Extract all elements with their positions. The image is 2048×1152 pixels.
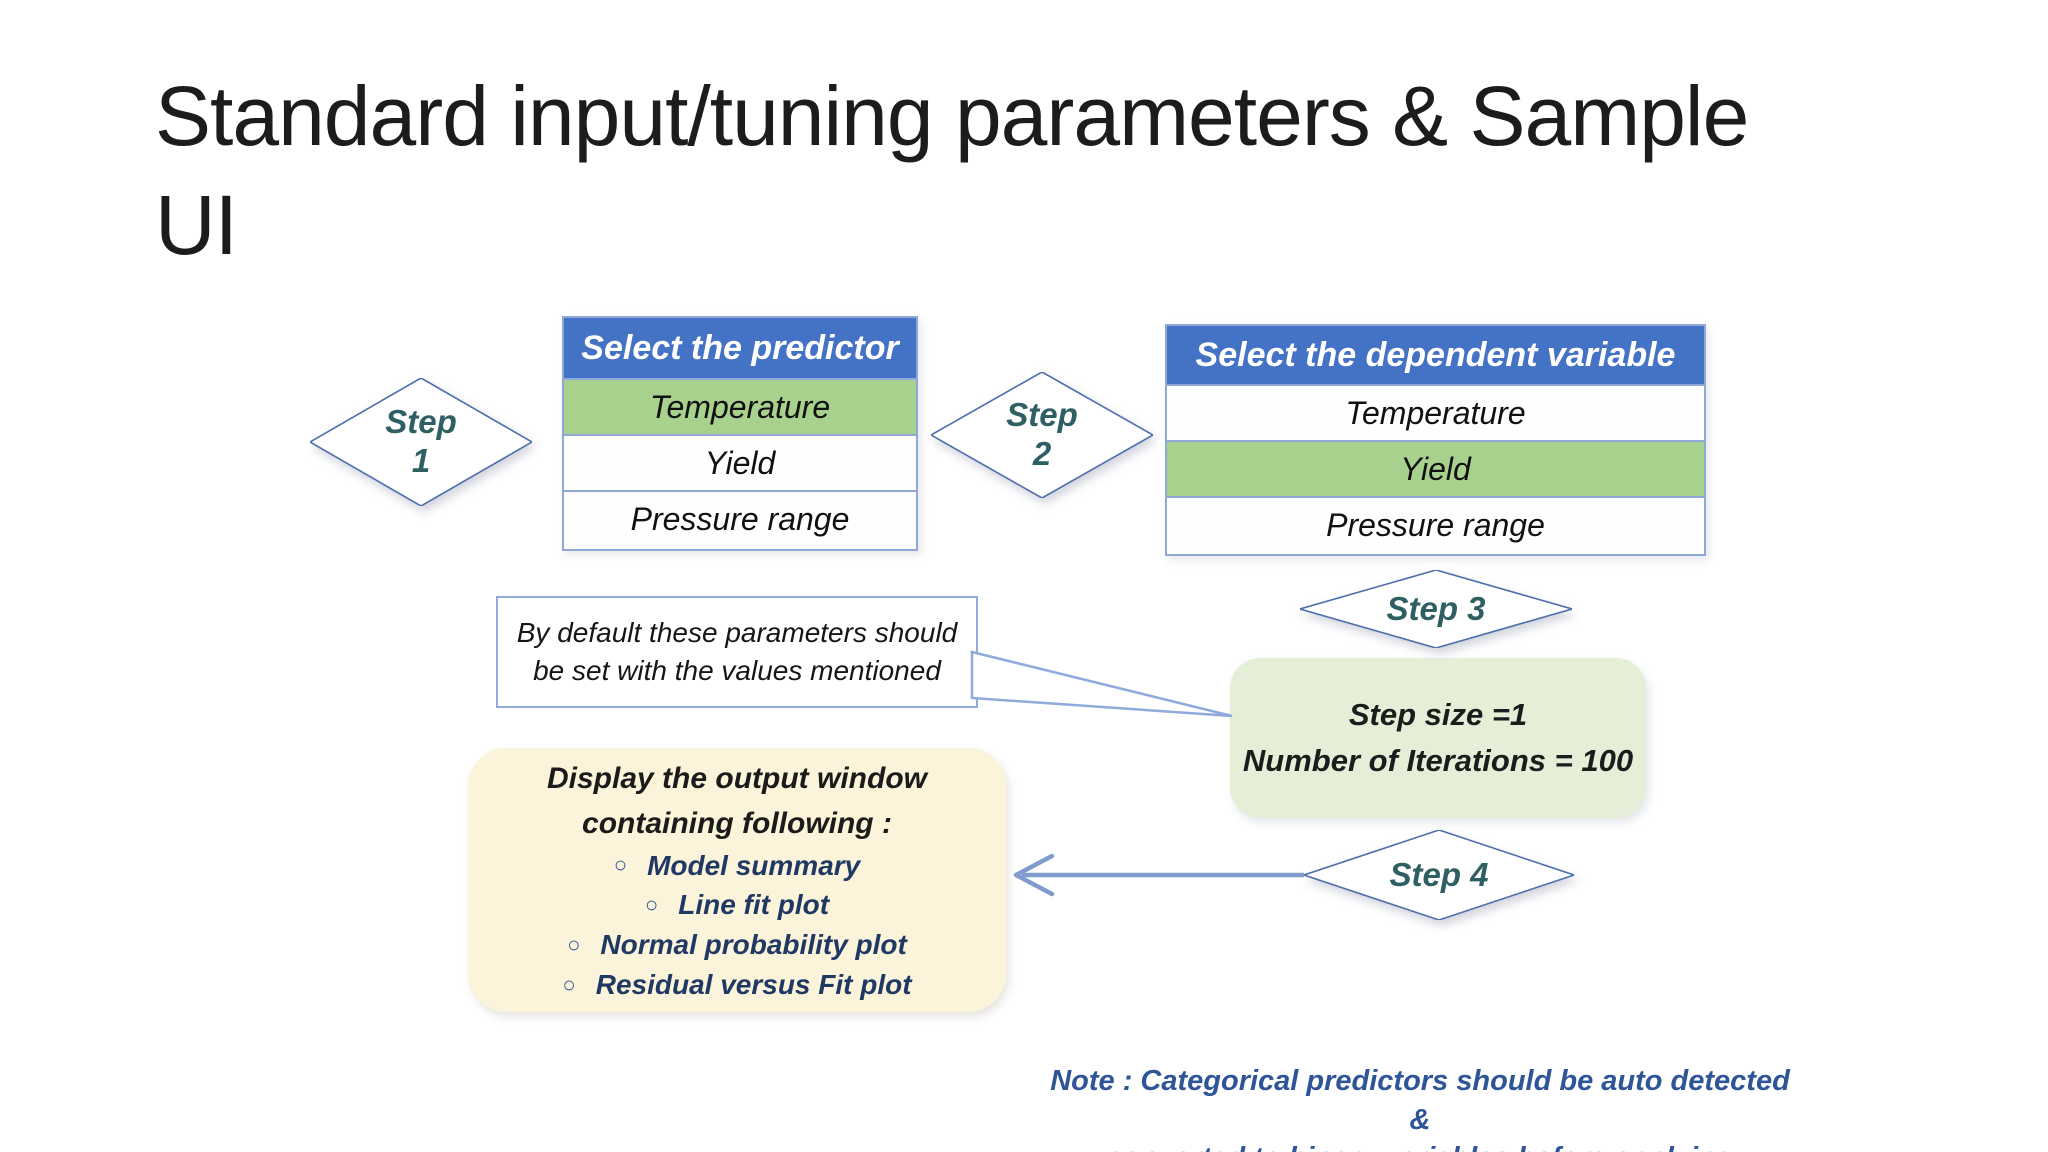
step1-diamond: Step 1 xyxy=(310,378,532,506)
dependent-table-header: Select the dependent variable xyxy=(1167,326,1704,384)
output-item-label: Normal probability plot xyxy=(600,929,907,960)
predictor-option-pressure-range[interactable]: Pressure range xyxy=(564,490,916,546)
diamond-shape-icon xyxy=(931,372,1153,498)
step4-diamond: Step 4 xyxy=(1304,830,1574,920)
callout-line2: be set with the values mentioned xyxy=(533,655,941,686)
slide-title: Standard input/tuning parameters & Sampl… xyxy=(155,62,1955,280)
step4-label-text: Step 4 xyxy=(1389,855,1489,893)
note-line1: Note : Categorical predictors should be … xyxy=(1050,1065,1790,1136)
output-item-line-fit-plot: ○ Line fit plot xyxy=(645,885,829,925)
circle-bullet-icon: ○ xyxy=(613,852,628,878)
slide-title-line1: Standard input/tuning parameters & Sampl… xyxy=(155,69,1749,163)
output-item-label: Residual versus Fit plot xyxy=(595,968,912,1000)
output-item-normal-probability-plot: ○ Normal probability plot xyxy=(567,925,907,965)
step4-label: Step 4 xyxy=(1304,830,1574,920)
step3-label-text: Step 3 xyxy=(1386,589,1486,627)
predictor-option-temperature[interactable]: Temperature xyxy=(564,378,916,434)
circle-bullet-icon: ○ xyxy=(644,892,659,918)
output-item-model-summary: ○ Model summary xyxy=(614,846,860,886)
callout-pointer-beak xyxy=(970,650,1233,718)
note-line2: converted to binary variables before app… xyxy=(1040,1139,1800,1152)
predictor-table-header: Select the predictor xyxy=(564,318,916,378)
output-item-residual-versus-fit-plot: ○ Residual versus Fit plot xyxy=(562,965,911,1005)
slide-title-line2: UI xyxy=(155,178,238,273)
step3-label: Step 3 xyxy=(1300,570,1572,648)
output-item-label: Model summary xyxy=(647,849,861,881)
dependent-option-temperature[interactable]: Temperature xyxy=(1167,384,1704,440)
predictor-option-yield[interactable]: Yield xyxy=(564,434,916,490)
diamond-shape-icon xyxy=(310,378,532,506)
diamond-shape-icon xyxy=(1300,570,1572,648)
output-box-heading-line1: Display the output window xyxy=(547,761,927,795)
iterations-value: Number of Iterations = 100 xyxy=(1242,743,1634,778)
step2-label-word: Step xyxy=(1006,396,1078,434)
dependent-option-pressure-range[interactable]: Pressure range xyxy=(1167,496,1704,552)
predictor-table: Select the predictor Temperature Yield P… xyxy=(562,316,918,551)
callout-line1: By default these parameters should xyxy=(516,617,958,649)
categorical-predictors-note: Note : Categorical predictors should be … xyxy=(1040,1062,1800,1152)
step2-label: Step 2 xyxy=(931,372,1153,498)
diamond-shape-icon xyxy=(1304,830,1574,920)
step1-label-number: 1 xyxy=(411,442,431,479)
left-arrowhead-icon xyxy=(1013,853,1055,897)
dependent-variable-table: Select the dependent variable Temperatur… xyxy=(1165,324,1706,556)
default-parameters-callout: By default these parameters should be se… xyxy=(496,596,978,708)
dependent-option-yield[interactable]: Yield xyxy=(1167,440,1704,496)
step1-label-word: Step xyxy=(385,403,457,441)
output-window-box: Display the output window containing fol… xyxy=(468,748,1006,1012)
output-box-heading-line2: containing following : xyxy=(582,806,892,840)
step1-label: Step 1 xyxy=(310,378,532,506)
default-parameter-values-box: Step size =1 Number of Iterations = 100 xyxy=(1230,658,1646,818)
step2-diamond: Step 2 xyxy=(931,372,1153,498)
step-size-value: Step size =1 xyxy=(1348,696,1528,732)
circle-bullet-icon: ○ xyxy=(562,971,576,997)
circle-bullet-icon: ○ xyxy=(567,931,581,957)
step3-diamond: Step 3 xyxy=(1300,570,1572,648)
output-item-label: Line fit plot xyxy=(678,889,830,921)
step2-label-number: 2 xyxy=(1032,435,1052,472)
